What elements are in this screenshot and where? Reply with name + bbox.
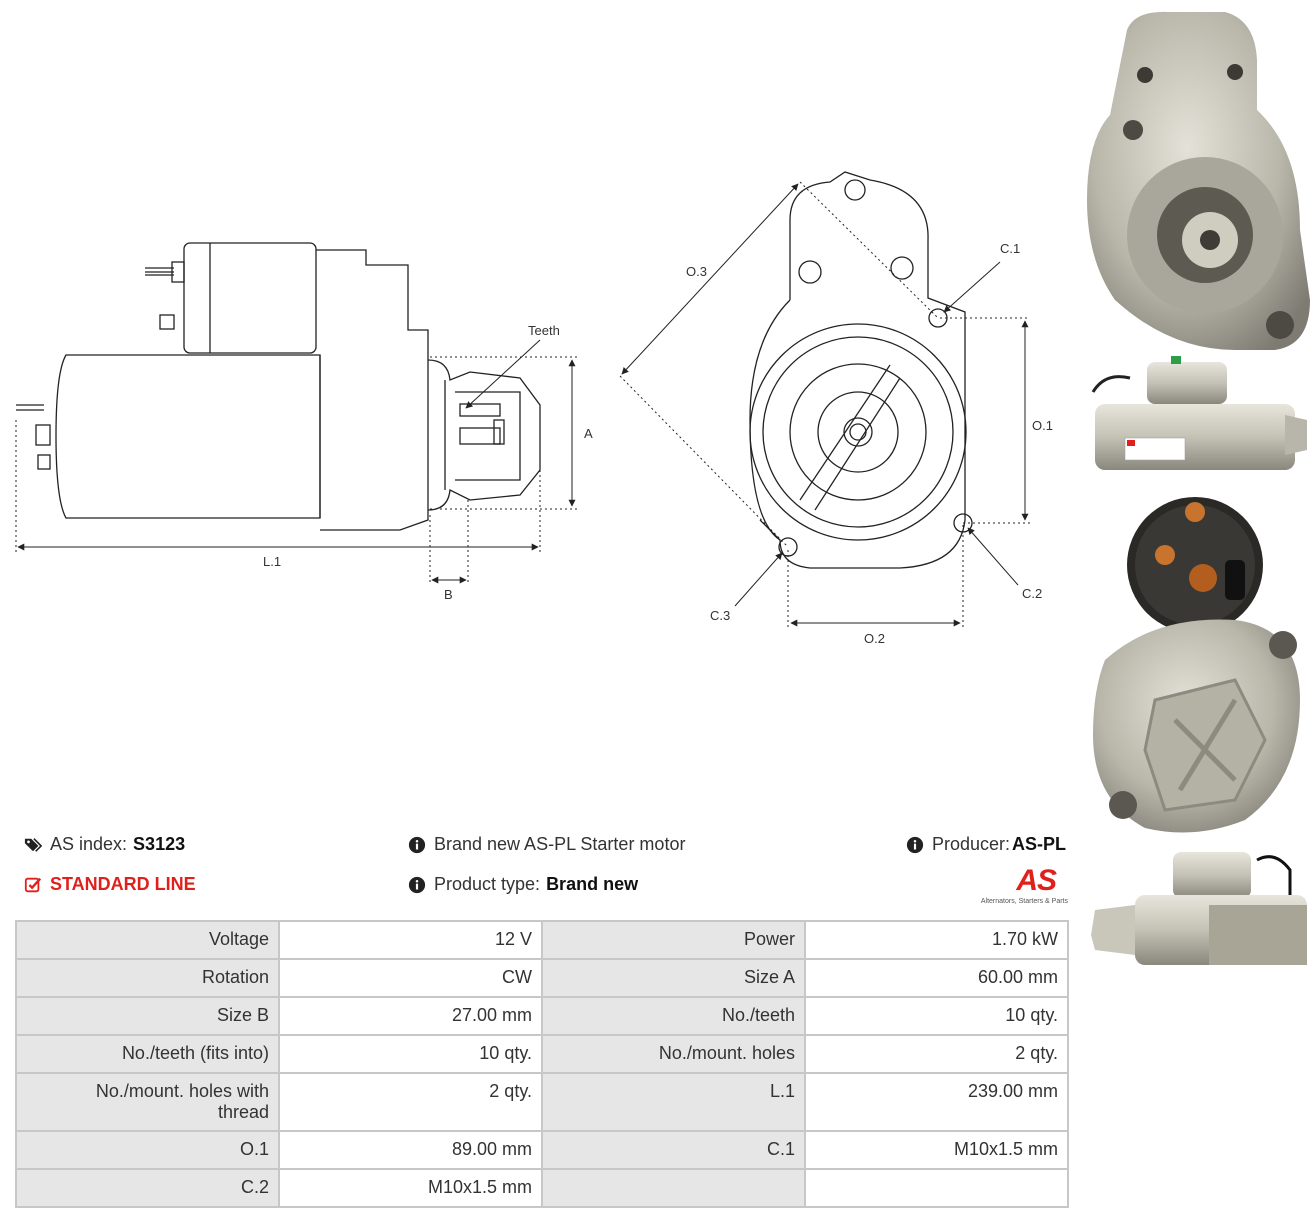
table-row: No./teeth (fits into) 10 qty. No./mount.… <box>15 1034 1069 1074</box>
side-view <box>16 242 541 531</box>
side-dimensions <box>15 339 578 585</box>
table-row: Size B 27.00 mm No./teeth 10 qty. <box>15 996 1069 1036</box>
product-info: AS index: S3123 STANDARD LINE Brand new … <box>24 826 1069 916</box>
spec-value: 10 qty. <box>278 1034 543 1074</box>
product-line-label: STANDARD LINE <box>50 874 196 894</box>
spec-value: 27.00 mm <box>278 996 543 1036</box>
product-photos <box>1085 0 1316 980</box>
producer: Producer: AS-PL <box>906 834 1066 855</box>
label-c3: C.3 <box>710 608 730 623</box>
producer-label: Producer: <box>932 834 1011 854</box>
info-icon <box>408 836 426 853</box>
spec-key: L.1 <box>541 1072 806 1132</box>
spec-key: C.1 <box>541 1130 806 1170</box>
spec-key: No./mount. holes <box>541 1034 806 1074</box>
description-text: Brand new AS-PL Starter motor <box>434 834 686 854</box>
table-row: Voltage 12 V Power 1.70 kW <box>15 920 1069 960</box>
table-row: Rotation CW Size A 60.00 mm <box>15 958 1069 998</box>
spec-key <box>541 1168 806 1208</box>
label-c1: C.1 <box>1000 241 1020 256</box>
photo-rear-cap <box>1093 619 1300 833</box>
as-pl-logo: AS Alternators, Starters & Parts <box>962 864 1068 908</box>
label-l1: L.1 <box>263 554 281 569</box>
spec-key: O.1 <box>15 1130 280 1170</box>
as-index-label: AS index: <box>50 834 128 854</box>
spec-key: Size B <box>15 996 280 1036</box>
as-index-value: S3123 <box>133 834 186 854</box>
starter-dimension-drawing: Teeth A L.1 B <box>15 171 1053 646</box>
spec-key: Voltage <box>15 920 280 960</box>
spec-value: M10x1.5 mm <box>278 1168 543 1208</box>
product-description: Brand new AS-PL Starter motor <box>408 834 685 855</box>
spec-value: 89.00 mm <box>278 1130 543 1170</box>
spec-key: No./teeth (fits into) <box>15 1034 280 1074</box>
spec-key: C.2 <box>15 1168 280 1208</box>
spec-value: 1.70 kW <box>804 920 1069 960</box>
photo-side-view-2 <box>1091 852 1307 965</box>
table-row: O.1 89.00 mm C.1 M10x1.5 mm <box>15 1130 1069 1170</box>
product-type-label: Product type: <box>434 874 541 894</box>
spec-value: 60.00 mm <box>804 958 1069 998</box>
table-row: No./mount. holes with thread 2 qty. L.1 … <box>15 1072 1069 1132</box>
spec-key: Rotation <box>15 958 280 998</box>
spec-value: CW <box>278 958 543 998</box>
info-icon <box>408 876 426 893</box>
label-c2: C.2 <box>1022 586 1042 601</box>
producer-value: AS-PL <box>1012 834 1067 854</box>
technical-drawing: Teeth A L.1 B <box>15 171 1053 646</box>
as-index: AS index: S3123 <box>24 834 185 855</box>
spec-key: No./mount. holes with thread <box>15 1072 280 1132</box>
front-view <box>749 171 973 569</box>
photo-solenoid-terminals <box>1127 497 1263 633</box>
tags-icon <box>24 837 42 852</box>
label-a: A <box>584 426 593 441</box>
spec-value: 239.00 mm <box>804 1072 1069 1132</box>
label-teeth: Teeth <box>528 323 560 338</box>
spec-table: Voltage 12 V Power 1.70 kW Rotation CW S… <box>15 920 1069 1208</box>
label-o1: O.1 <box>1032 418 1053 433</box>
spec-value: 2 qty. <box>804 1034 1069 1074</box>
spec-key: No./teeth <box>541 996 806 1036</box>
spec-key: Power <box>541 920 806 960</box>
product-type-value: Brand new <box>546 874 639 894</box>
product-type: Product type: Brand new <box>408 874 638 895</box>
logo-tagline: Alternators, Starters & Parts <box>980 898 1068 905</box>
spec-value <box>804 1168 1069 1208</box>
spec-key: Size A <box>541 958 806 998</box>
spec-value: 10 qty. <box>804 996 1069 1036</box>
table-row: C.2 M10x1.5 mm <box>15 1168 1069 1208</box>
label-b: B <box>444 587 453 602</box>
spec-value: M10x1.5 mm <box>804 1130 1069 1170</box>
logo-mark: AS <box>1016 864 1057 897</box>
spec-value: 12 V <box>278 920 543 960</box>
checkbox-checked-icon <box>24 877 42 892</box>
front-dimensions <box>619 181 1030 628</box>
photo-front-view <box>1087 11 1310 351</box>
photo-side-view <box>1091 356 1307 470</box>
label-o3: O.3 <box>686 264 707 279</box>
info-icon <box>906 836 924 853</box>
label-o2: O.2 <box>864 631 885 646</box>
product-line: STANDARD LINE <box>24 874 196 895</box>
spec-value: 2 qty. <box>278 1072 543 1132</box>
